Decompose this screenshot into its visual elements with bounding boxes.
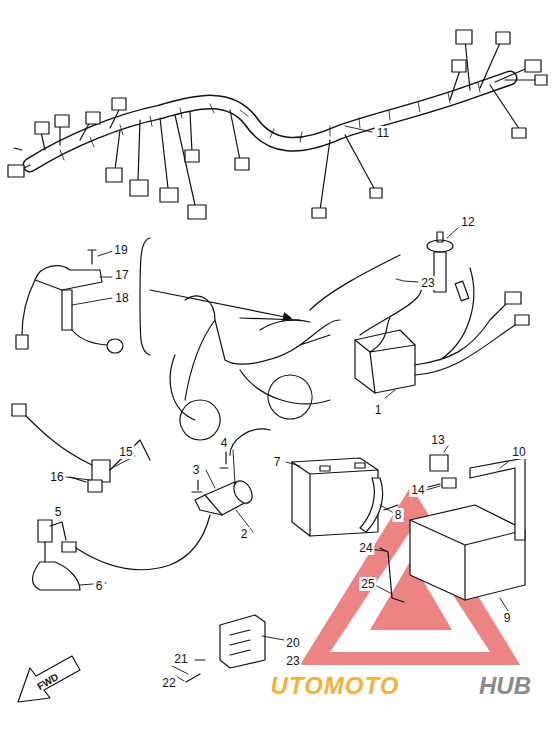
plug-cap [33,515,211,590]
callout-number: 20 [284,636,301,650]
direction-label: FWD [33,669,63,695]
callout-number: 14 [409,483,426,497]
group-bracket [140,238,270,455]
scooter-outline [150,255,529,440]
forward-arrow [18,656,80,702]
callout-number: 10 [510,445,527,459]
mount-bracket [186,615,265,682]
callout-number: 3 [191,463,202,477]
fuse-holder [427,232,469,301]
leader-lines [66,126,510,681]
callout-number: 6 [94,579,105,593]
ignition-coil [192,452,256,515]
callout-number: 1 [373,403,384,417]
wire-harness [8,30,547,219]
callout-number: 23 [284,654,301,668]
callout-number: 21 [172,652,189,666]
callout-number: 23 [419,276,436,290]
callout-number: 16 [48,470,65,484]
sender-unit [16,250,123,353]
callout-number: 9 [502,611,513,625]
callout-number: 11 [375,126,391,140]
callout-number: 5 [53,505,64,519]
battery-tray [380,455,525,602]
callout-number: 19 [112,243,129,257]
callout-number: 4 [219,436,230,450]
callout-number: 22 [160,676,177,690]
callout-number: 12 [459,215,476,229]
callout-number: 18 [113,291,130,305]
callout-number: 2 [239,527,250,541]
callout-number: 15 [117,445,134,459]
callout-number: 24 [357,541,374,555]
watermark-text: UTOMOTO [269,679,402,693]
callout-number: 7 [272,455,283,469]
battery [292,458,383,536]
watermark-text: HUB [477,679,533,693]
callout-number: 8 [393,508,404,522]
callout-number: 25 [359,577,376,591]
callout-number: 17 [113,268,130,282]
callout-number: 13 [429,433,446,447]
